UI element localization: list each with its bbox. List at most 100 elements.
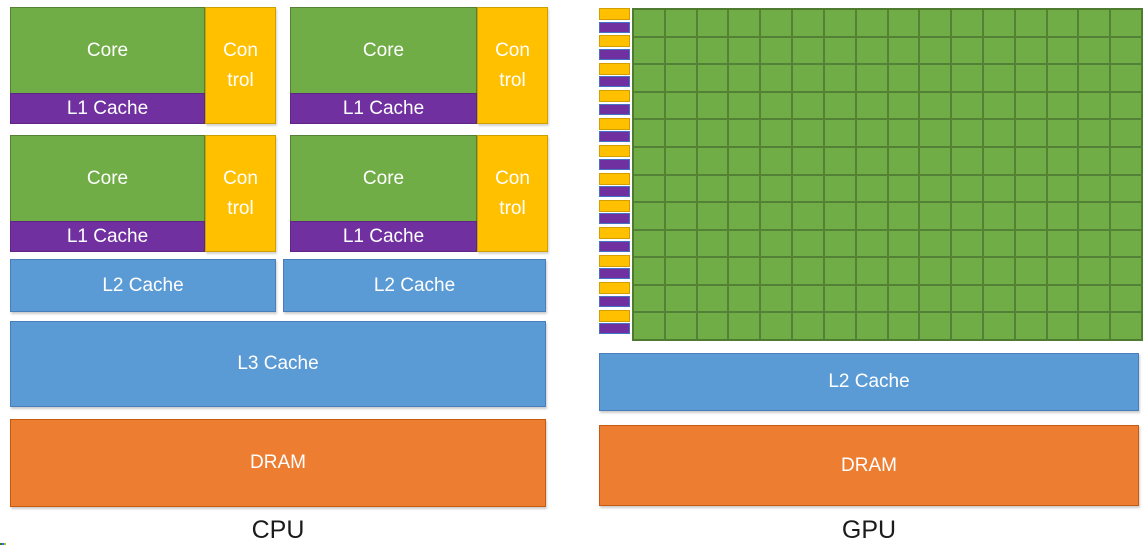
l1-cache-label: L1 Cache <box>342 97 425 119</box>
gpu-core-cell <box>1015 120 1046 146</box>
gpu-core-cell <box>1111 37 1141 64</box>
control-label-line1: Con <box>495 39 530 61</box>
gpu-core-cell <box>634 258 664 284</box>
gpu-core-cell <box>793 65 823 91</box>
cpu-core: Core <box>10 7 205 95</box>
gpu-core-cell <box>952 37 982 64</box>
gpu-core-cell <box>793 285 823 312</box>
l3-cache-label: L3 Cache <box>237 353 319 374</box>
gpu-core-cell <box>824 313 855 339</box>
gpu-core-cell <box>665 230 696 257</box>
cpu-dram: DRAM <box>10 419 546 507</box>
gpu-core-cell <box>888 285 919 312</box>
gpu-core-cell <box>793 175 823 202</box>
gpu-core-cell <box>1079 175 1110 202</box>
gpu-core-cell <box>888 175 919 202</box>
gpu-core-cell <box>824 230 855 257</box>
gpu-core-cell <box>824 65 855 91</box>
gpu-core-cell <box>888 258 919 284</box>
gpu-core-cell <box>665 120 696 146</box>
control-label-line1: Con <box>495 167 530 189</box>
gpu-l1-bar <box>599 76 630 88</box>
l1-cache-label: L1 Cache <box>66 225 149 247</box>
gpu-core-cell <box>920 10 951 36</box>
gpu-core-cell <box>761 92 792 119</box>
screenshot-artifact <box>0 543 8 545</box>
gpu-core-cell <box>920 120 951 146</box>
gpu-core-cell <box>888 203 919 229</box>
gpu-core-cell <box>729 92 760 119</box>
cpu-core: Core <box>10 135 205 223</box>
gpu-caption: GPU <box>599 516 1139 544</box>
gpu-core-cell <box>729 258 760 284</box>
dram-label: DRAM <box>250 452 306 473</box>
gpu-core-cell <box>952 230 982 257</box>
cpu-l1-cache: L1 Cache <box>10 221 205 252</box>
gpu-core-cell <box>665 147 696 174</box>
gpu-core-cell <box>729 313 760 339</box>
gpu-core-cell <box>1047 120 1078 146</box>
gpu-core-cell <box>761 175 792 202</box>
gpu-core-cell <box>793 313 823 339</box>
cpu-control: Con trol <box>477 7 548 124</box>
control-label-line2: trol <box>227 69 254 91</box>
gpu-core-cell <box>888 10 919 36</box>
gpu-core-cell <box>1079 65 1110 91</box>
gpu-core-cell <box>665 258 696 284</box>
gpu-core-cell <box>856 10 887 36</box>
gpu-control-bar <box>599 8 630 20</box>
gpu-core-cell <box>1047 230 1078 257</box>
gpu-core-cell <box>729 175 760 202</box>
cpu-l2-cache-left: L2 Cache <box>10 259 276 312</box>
gpu-l1-bar <box>599 268 630 280</box>
cpu-l1-cache: L1 Cache <box>10 93 205 124</box>
gpu-core-cell <box>983 175 1014 202</box>
gpu-core-cell <box>761 313 792 339</box>
gpu-core-cell <box>793 120 823 146</box>
gpu-core-cell <box>665 10 696 36</box>
gpu-core-cell <box>1047 37 1078 64</box>
gpu-core-cell <box>824 285 855 312</box>
gpu-l1-bar <box>599 48 630 60</box>
gpu-dram: DRAM <box>599 425 1139 506</box>
gpu-sm-unit <box>599 35 630 62</box>
gpu-core-cell <box>1079 285 1110 312</box>
gpu-core-cell <box>1079 120 1110 146</box>
gpu-sm-unit <box>599 227 630 254</box>
gpu-core-cell <box>729 203 760 229</box>
gpu-sm-unit <box>599 62 630 90</box>
gpu-l1-bar <box>599 323 630 335</box>
gpu-core-cell <box>1111 285 1141 312</box>
gpu-l1-bar <box>599 295 630 307</box>
gpu-core-cell <box>761 37 792 64</box>
gpu-core-cell <box>793 92 823 119</box>
gpu-core-cell <box>634 37 664 64</box>
gpu-core-cell <box>920 65 951 91</box>
gpu-core-cell <box>824 147 855 174</box>
l2-cache-label: L2 Cache <box>102 274 184 296</box>
gpu-core-cell <box>888 92 919 119</box>
gpu-core-cell <box>856 92 887 119</box>
gpu-core-cell <box>983 313 1014 339</box>
gpu-core-cell <box>888 120 919 146</box>
control-label-line2: trol <box>499 197 526 219</box>
gpu-core-cell <box>983 285 1014 312</box>
core-label: Core <box>86 168 129 189</box>
cpu-caption: CPU <box>10 516 546 544</box>
gpu-sm-unit <box>599 8 630 35</box>
gpu-control-bar <box>599 282 630 295</box>
gpu-core-cell <box>824 92 855 119</box>
gpu-core-cell <box>1111 175 1141 202</box>
gpu-core-cell <box>888 65 919 91</box>
cpu-core: Core <box>290 135 477 223</box>
l1-cache-label: L1 Cache <box>66 97 149 119</box>
gpu-core-cell <box>634 313 664 339</box>
cpu-core-block-1: Core L1 Cache Con trol <box>10 7 276 124</box>
gpu-core-cell <box>665 65 696 91</box>
core-label: Core <box>362 40 405 61</box>
cpu-core-block-4: Core L1 Cache Con trol <box>290 135 554 252</box>
gpu-control-bar <box>599 62 630 75</box>
gpu-core-cell <box>856 230 887 257</box>
gpu-core-cell <box>856 37 887 64</box>
gpu-core-cell <box>952 147 982 174</box>
